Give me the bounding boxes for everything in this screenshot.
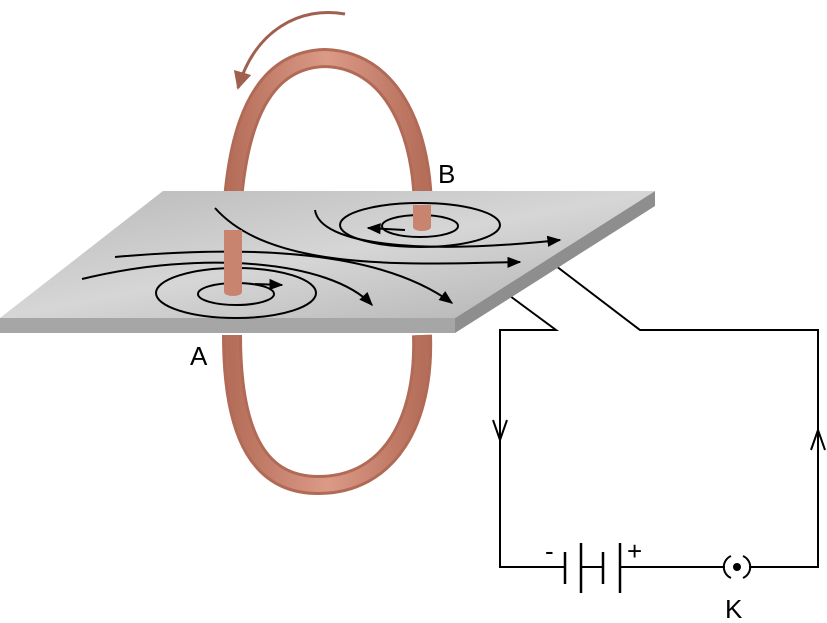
circuit-wires [492,265,826,568]
battery [563,543,622,593]
plug-key[interactable] [722,555,752,579]
current-arrow-up [810,426,826,451]
label-a: A [190,341,208,371]
wire-segment-b [413,205,431,227]
wire-loop-upper [220,47,433,310]
wire-loop-lower [222,334,433,496]
battery-positive-label: + [627,536,642,566]
label-key: K [725,594,743,623]
label-b: B [438,159,455,189]
wire-at-b [413,223,431,231]
wire-segment-a [224,230,242,292]
current-arrow-down [492,419,508,444]
current-direction-arrow [233,11,346,90]
battery-negative-label: - [545,536,554,566]
cardboard-plate [0,191,655,333]
